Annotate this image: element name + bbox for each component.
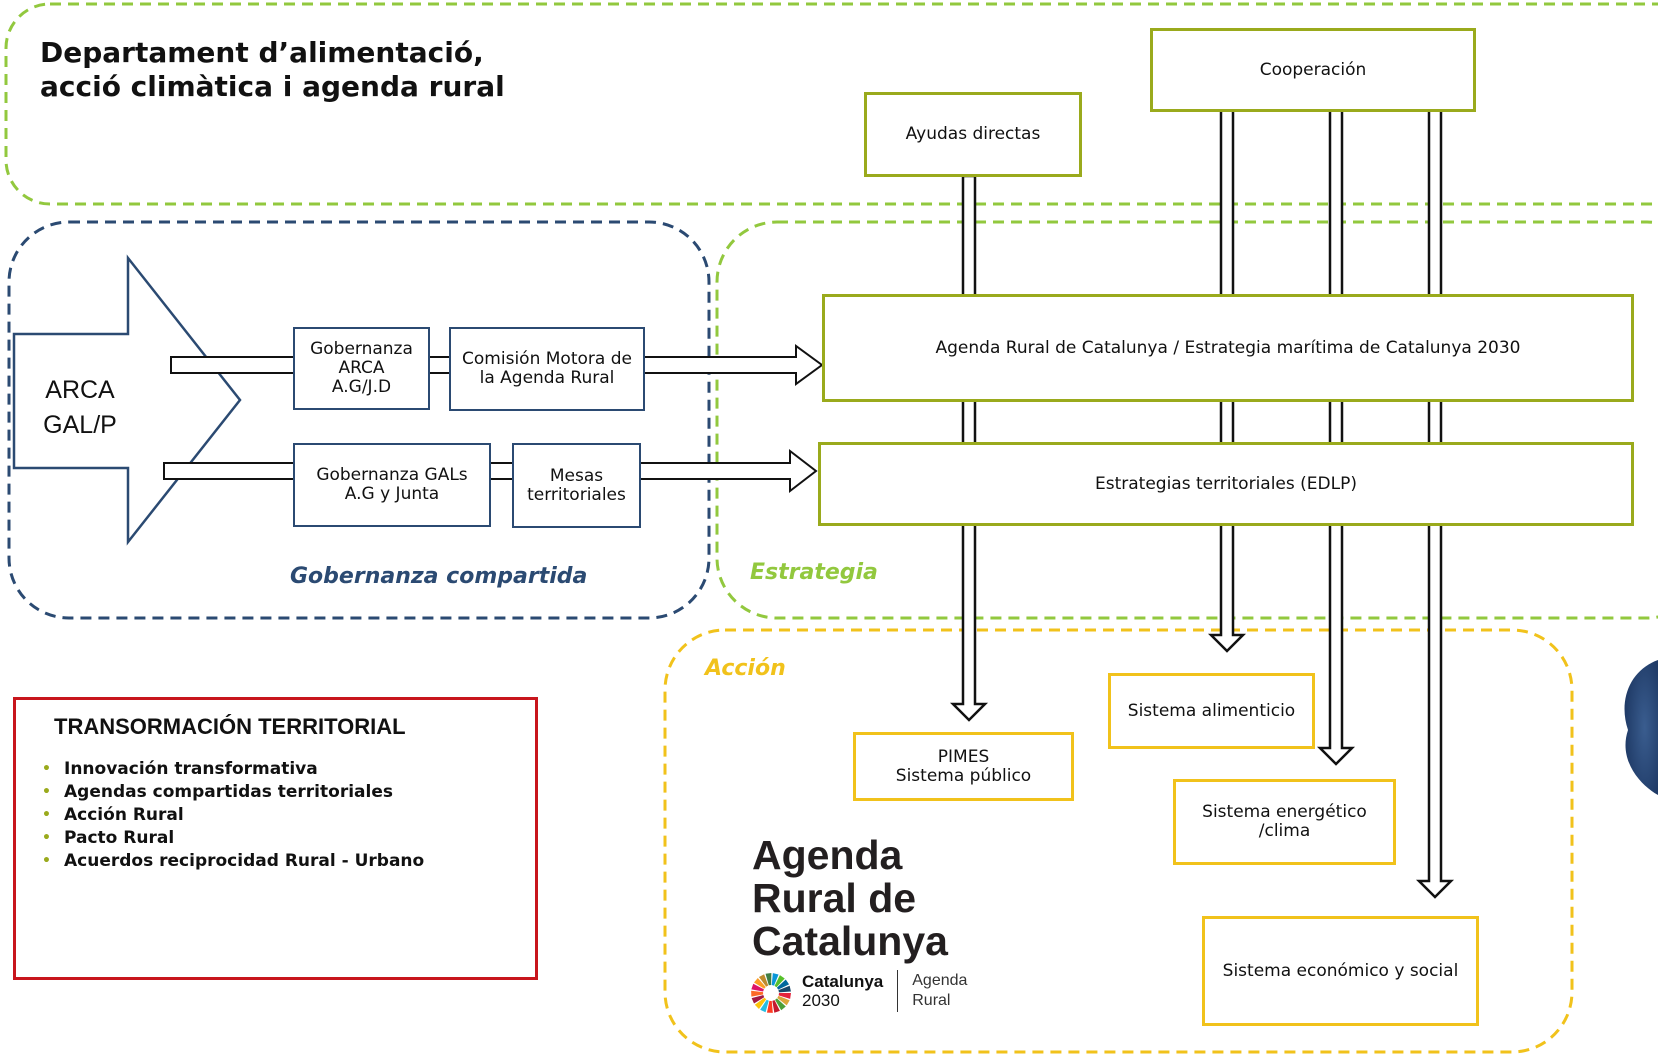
brand-line-2: 2030 xyxy=(802,991,840,1010)
mesas-line-1: Mesas xyxy=(549,465,604,486)
department-region xyxy=(4,2,1658,206)
arca-label: ARCA GAL/P xyxy=(40,373,120,443)
sistema-energetico-box: Sistema energético /clima xyxy=(1173,779,1396,865)
transformacion-list: Innovación transformativa Agendas compar… xyxy=(38,758,535,873)
sdg-wheel-segment xyxy=(774,975,785,988)
sdg-wheel-segment xyxy=(778,993,791,999)
pimes-line-2: Sistema público xyxy=(895,765,1032,786)
comision-line-2: la Agenda Rural xyxy=(479,368,615,388)
cooperacion-box: Cooperación xyxy=(1150,28,1476,112)
estrategias-territoriales-label: Estrategias territoriales (EDLP) xyxy=(1095,473,1357,494)
transformacion-item: Acuerdos reciprocidad Rural - Urbano xyxy=(38,850,535,873)
sdg-wheel-segment xyxy=(775,998,786,1011)
gobernanza-arca-line-2: ARCA xyxy=(338,358,385,378)
section-accion-label: Acción xyxy=(705,656,786,681)
sdg-wheel-segment xyxy=(758,974,769,987)
sdg-wheel-segment xyxy=(760,999,769,1013)
title-line-2: acció climàtica i agenda rural xyxy=(40,70,505,103)
estrategia-region xyxy=(715,220,1658,620)
energetico-line-1: Sistema energético xyxy=(1202,802,1367,822)
agenda-rural-label: Agenda Rural de Catalunya / Estrategia m… xyxy=(935,337,1521,358)
economico-label: Sistema económico y social xyxy=(1222,960,1459,981)
transformacion-heading: TRANSORMACIÓN TERRITORIAL xyxy=(54,714,406,739)
comision-motora-box: Comisión Motora de la Agenda Rural xyxy=(449,327,645,411)
sistema-economico-box: Sistema económico y social xyxy=(1202,916,1479,1026)
cooperacion-label: Cooperación xyxy=(1259,59,1367,80)
sdg-wheel-segment xyxy=(777,995,790,1006)
pimes-line-1: PIMES xyxy=(937,746,990,767)
energetico-line-2: /clima xyxy=(1258,821,1311,841)
sdg-wheel-segment xyxy=(753,977,766,989)
transformacion-item: Pacto Rural xyxy=(38,827,535,850)
catalunya-2030-text: Catalunya 2030 xyxy=(802,972,883,1010)
sdg-wheel-segment xyxy=(751,983,764,992)
section-gobernanza-label: Gobernanza compartida xyxy=(290,564,588,589)
accion-region xyxy=(663,628,1574,1054)
sdg-wheel-segment xyxy=(751,990,764,997)
sub-line-1: Agenda xyxy=(912,972,968,989)
gobernanza-gals-box: Gobernanza GALs A.G y Junta xyxy=(293,443,491,527)
brand-line-1: Catalunya xyxy=(802,972,884,991)
arca-line-2: GAL/P xyxy=(43,411,117,439)
decorative-blob xyxy=(1624,660,1658,795)
arrow-coop-energetico xyxy=(1316,108,1356,766)
sdg-wheel-segment xyxy=(776,979,790,990)
mesas-line-2: territoriales xyxy=(527,484,626,505)
sub-line-2: Rural xyxy=(912,992,951,1009)
sdg-wheel-segment xyxy=(771,973,779,986)
sdg-wheel-segment xyxy=(766,1000,773,1013)
mesas-territoriales-box: Mesas territoriales xyxy=(512,443,641,528)
logo-line-1: Agenda xyxy=(752,832,903,878)
sdg-wheel-spacer xyxy=(752,971,792,1011)
sdg-wheel-segment xyxy=(754,997,767,1009)
comision-line-1: Comisión Motora de xyxy=(462,349,632,369)
sdg-wheel-segment xyxy=(765,973,772,986)
transformacion-item: Agendas compartidas territoriales xyxy=(38,781,535,804)
gobernanza-gals-line-1: Gobernanza GALs xyxy=(316,465,468,485)
logo-line-3: Catalunya xyxy=(752,918,948,964)
title-line-1: Departament d’alimentació, xyxy=(40,36,484,69)
gobernanza-arca-line-1: Gobernanza xyxy=(310,339,413,359)
logo-divider xyxy=(897,970,899,1012)
sistema-alimenticio-box: Sistema alimenticio xyxy=(1108,673,1315,749)
ayudas-label: Ayudas directas xyxy=(905,124,1041,144)
agenda-rural-logo: Agenda Rural de Catalunya xyxy=(752,834,948,963)
gobernanza-arca-box: Gobernanza ARCA A.G/J.D xyxy=(293,327,430,410)
sdg-wheel-icon xyxy=(751,973,791,1013)
alimenticio-label: Sistema alimenticio xyxy=(1127,700,1296,721)
logo-line-2: Rural de xyxy=(752,875,917,921)
transformacion-territorial-box: TRANSORMACIÓN TERRITORIAL Innovación tra… xyxy=(13,697,538,980)
agenda-rural-sub-text: Agenda Rural xyxy=(912,971,967,1011)
pimes-box: PIMES Sistema público xyxy=(853,732,1074,801)
sdg-wheel-segment xyxy=(772,1000,780,1013)
gobernanza-gals-line-2: A.G y Junta xyxy=(344,484,440,504)
gobernanza-arca-line-3: A.G/J.D xyxy=(331,377,392,397)
transformacion-item: Acción Rural xyxy=(38,804,535,827)
arca-line-1: ARCA xyxy=(45,376,115,404)
section-estrategia-label: Estrategia xyxy=(750,560,878,585)
gobernanza-region xyxy=(7,220,711,620)
estrategias-territoriales-box: Estrategias territoriales (EDLP) xyxy=(818,442,1634,526)
sdg-wheel-segment xyxy=(778,985,791,993)
sdg-wheel-segment xyxy=(751,995,765,1004)
agenda-rural-box: Agenda Rural de Catalunya / Estrategia m… xyxy=(822,294,1634,402)
page-title: Departament d’alimentació, acció climàti… xyxy=(40,36,640,104)
ayudas-directas-box: Ayudas directas xyxy=(864,92,1082,177)
catalunya-2030-logo: Catalunya 2030 Agenda Rural xyxy=(752,970,967,1012)
transformacion-item: Innovación transformativa xyxy=(38,758,535,781)
